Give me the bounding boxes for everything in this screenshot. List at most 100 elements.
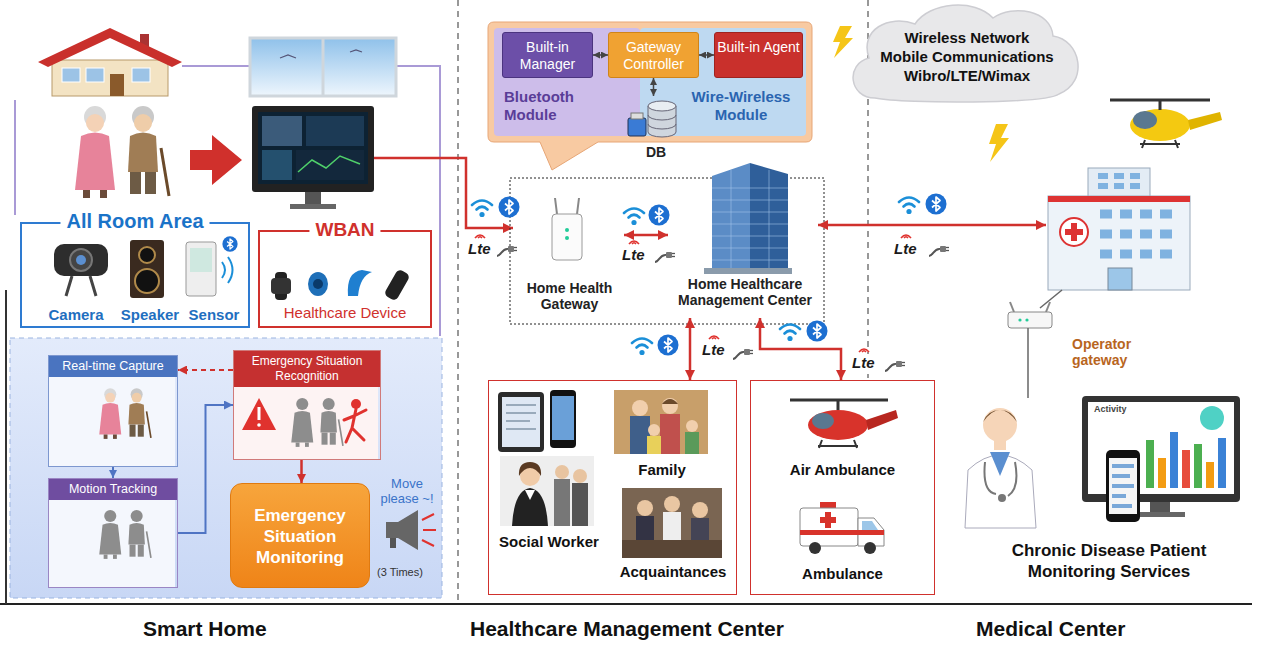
operator-text: Operator gateway [1072, 336, 1150, 368]
social-pictures [555, 465, 569, 479]
gateway-callout [488, 22, 812, 170]
process-box: Real-time Capture [48, 355, 178, 467]
gateway-text: Home Health Gateway [515, 280, 624, 312]
network-icons [472, 194, 949, 372]
network-logo-text: Lte [892, 240, 919, 257]
social-pictures [685, 432, 699, 454]
ambulance-pictures [818, 440, 858, 448]
monitor-picture [252, 106, 374, 192]
process-header: Emergency Situation Recognition [234, 351, 380, 387]
network-icons [780, 325, 800, 342]
social-pictures [636, 516, 654, 542]
monitoring-screens [1194, 444, 1202, 488]
room-devices [70, 249, 92, 271]
room-devices [76, 255, 86, 265]
medical-helicopter [1110, 100, 1222, 148]
monitor-picture [252, 106, 374, 209]
network-icons [475, 235, 485, 238]
room-devices [135, 269, 159, 293]
window-picture [250, 38, 396, 96]
wearable-devices [348, 270, 372, 296]
network-icons [624, 209, 644, 226]
component-text: Gateway Controller [609, 39, 698, 73]
network-icons [632, 339, 652, 356]
room-devices [186, 242, 216, 296]
network-icons [655, 252, 675, 262]
section-dividers [5, 290, 7, 604]
hospital-picture [1060, 218, 1088, 246]
flow-panel [10, 338, 442, 598]
hospital-picture [1088, 168, 1150, 198]
ambulance-pictures [800, 530, 884, 535]
section-title: Healthcare Management Center [470, 616, 784, 642]
area-box: All Room AreaCameraSpeakerSensor [20, 222, 250, 328]
building-picture [704, 163, 792, 274]
repeat-note: (3 Times) [377, 566, 423, 579]
window-picture [250, 38, 396, 96]
big-arrow [190, 135, 242, 185]
flow-panel [257, 423, 261, 427]
monitoring-screens [1218, 438, 1226, 488]
db-symbol [648, 115, 676, 129]
elderly-couple [75, 106, 169, 198]
section-dividers [457, 0, 459, 604]
router-picture [555, 198, 557, 214]
social-pictures [647, 436, 661, 454]
room-devices [139, 247, 155, 263]
social-pictures [648, 424, 660, 436]
doctor-picture [990, 452, 1010, 476]
network-icons [629, 241, 639, 244]
rescue-text: Air Ambulance [751, 461, 934, 478]
medical-helicopter [1133, 111, 1157, 129]
network-logo-text: Lte [466, 240, 493, 257]
building-picture [712, 170, 788, 272]
flow-panel [242, 398, 276, 430]
hospital-link [818, 224, 1046, 227]
social-pictures [691, 518, 709, 542]
process-box: Emergency Situation Recognition [233, 350, 381, 460]
wban-text: WBAN [309, 219, 380, 241]
doctor-picture [984, 462, 1016, 496]
monitor-link [374, 158, 513, 228]
network-logo-text: Lte [850, 354, 877, 371]
network-cloud: Wireless NetworkMobile CommunicationsWib… [845, 0, 1089, 104]
center-node: Home Healthcare Management Center [668, 158, 822, 318]
monitoring-screens [1206, 462, 1214, 488]
monitor-picture [305, 192, 321, 204]
network-icons [859, 349, 869, 352]
operator-node: Operator gateway [1000, 298, 1154, 378]
flow-panel [10, 338, 442, 598]
section-dividers [0, 603, 1252, 605]
social-pictures [632, 400, 648, 416]
social-pictures [622, 488, 722, 558]
monitoring-screens [1200, 406, 1224, 430]
social-pictures [512, 488, 548, 526]
network-icons [499, 197, 520, 218]
monitor-picture [306, 116, 364, 146]
network-icons [807, 321, 828, 342]
flow-panel [422, 514, 436, 546]
network-icons [649, 205, 670, 226]
social-pictures [686, 420, 698, 432]
monitoring-screens [1112, 466, 1134, 506]
monitor-picture [258, 112, 368, 184]
house-picture [110, 74, 124, 96]
network-icons [901, 235, 911, 238]
process-header: Real-time Capture [49, 356, 177, 377]
medical-helicopter [1188, 112, 1222, 130]
network-icons [497, 246, 517, 256]
network-icons [885, 361, 905, 371]
wban-text: Healthcare Device [260, 304, 430, 321]
router-picture [565, 228, 569, 232]
wearable-devices [271, 269, 411, 302]
social-pictures [660, 414, 680, 454]
network-icons [733, 349, 753, 359]
screen-title: Activity [1094, 404, 1127, 415]
center-text: Home Healthcare Management Center [668, 276, 822, 308]
voice-prompt: Move please ~! [374, 476, 440, 506]
social-pictures [525, 490, 535, 500]
rescue-box: Air AmbulanceAmbulance [750, 380, 935, 595]
room-devices [222, 236, 237, 251]
flow-panel [390, 538, 396, 548]
